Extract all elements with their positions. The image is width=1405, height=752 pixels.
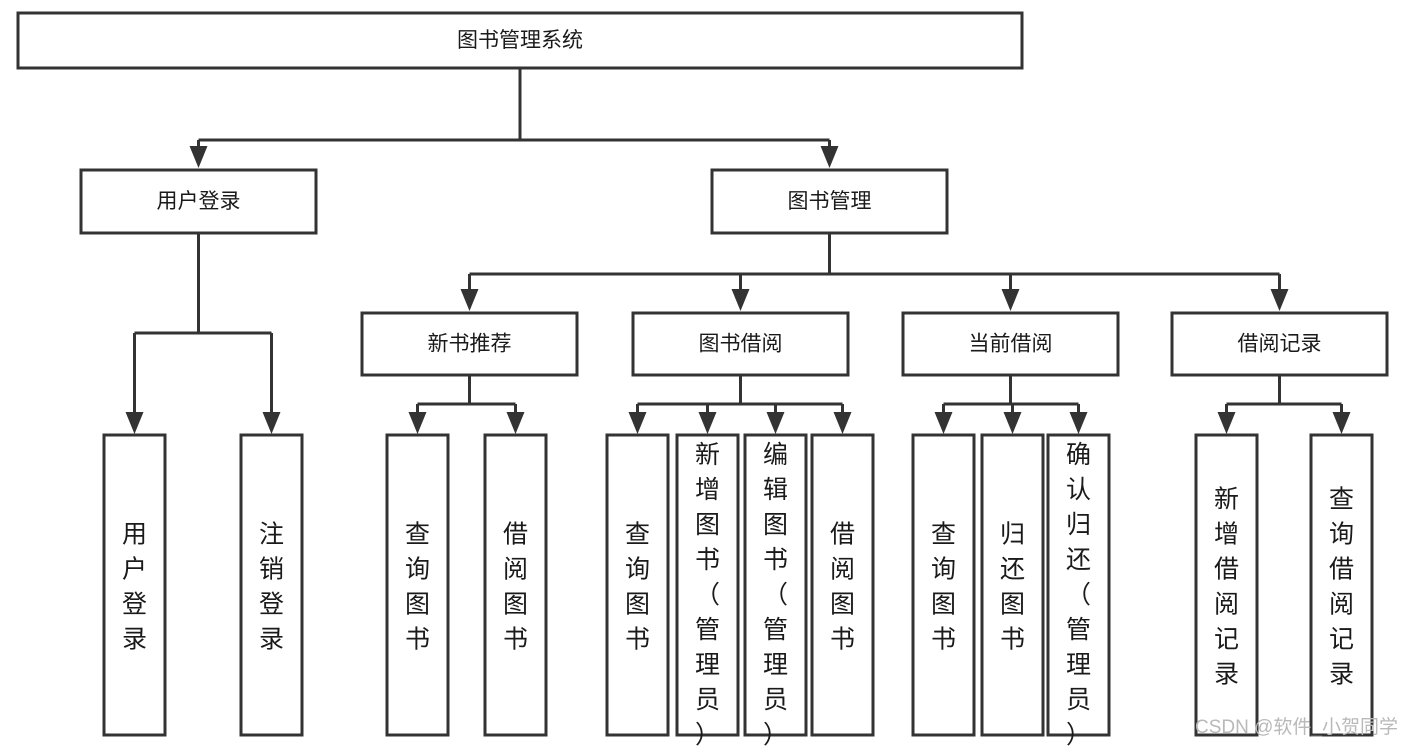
arrow-head-icon	[698, 412, 717, 434]
arrow-head-icon	[1001, 289, 1020, 311]
leaf-node[interactable]: 查询图书	[605, 433, 670, 737]
arrow-head-icon	[731, 289, 750, 311]
arrow-head-icon	[125, 412, 144, 434]
leaf-node[interactable]: 查询图书	[911, 433, 976, 737]
level2-node-label: 用户登录	[157, 190, 241, 213]
leaf-node[interactable]: 新增图书（管理员）	[675, 433, 740, 749]
leaf-node-rect	[675, 433, 740, 737]
leaf-node[interactable]: 借阅图书	[483, 433, 548, 737]
leaf-node-label: 归还图书	[1000, 520, 1025, 653]
arrow-head-icon	[628, 412, 647, 434]
level3-node-rect	[631, 311, 850, 377]
arrow-head-icon	[833, 412, 852, 434]
arrow-head-icon	[1003, 412, 1022, 434]
arrow-head-icon	[1217, 412, 1236, 434]
level3-node[interactable]: 借阅记录	[1170, 311, 1389, 377]
level3-node-rect	[901, 311, 1120, 377]
leaf-node-rect	[102, 433, 167, 737]
leaf-node-rect	[743, 433, 808, 737]
leaf-node-rect	[1046, 433, 1111, 737]
level2-node-rect	[79, 168, 318, 235]
leaf-node-label: 借阅图书	[830, 520, 855, 653]
arrow-head-icon	[766, 412, 785, 434]
leaf-node-rect	[483, 433, 548, 737]
root-node[interactable]: 图书管理系统	[16, 11, 1024, 70]
leaf-node-label: 查询图书	[405, 520, 430, 653]
level3-node-label: 新书推荐	[428, 333, 512, 356]
leaf-node-rect	[911, 433, 976, 737]
arrow-head-icon	[408, 412, 427, 434]
leaf-node-rect	[810, 433, 875, 737]
leaf-node-label: 查询借阅记录	[1329, 485, 1354, 688]
leaf-node-label: 注销登录	[259, 520, 284, 653]
arrow-head-icon	[1270, 289, 1289, 311]
leaf-node-rect	[1309, 433, 1374, 737]
leaf-node-rect	[605, 433, 670, 737]
level3-node-rect	[1170, 311, 1389, 377]
leaf-node-label: 借阅图书	[503, 520, 528, 653]
level2-node[interactable]: 用户登录	[79, 168, 318, 235]
leaf-node[interactable]: 归还图书	[980, 433, 1045, 737]
level3-node-label: 借阅记录	[1238, 333, 1322, 356]
root-node-rect	[16, 11, 1024, 70]
leaf-node[interactable]: 查询图书	[385, 433, 450, 737]
arrow-head-icon	[820, 146, 839, 168]
level3-node[interactable]: 新书推荐	[360, 311, 579, 377]
arrow-head-icon	[460, 289, 479, 311]
leaf-node-rect	[385, 433, 450, 737]
leaf-node[interactable]: 查询借阅记录	[1309, 433, 1374, 737]
level3-node-label: 当前借阅	[969, 333, 1053, 356]
arrow-head-icon	[934, 412, 953, 434]
arrow-head-icon	[1069, 412, 1088, 434]
level2-node[interactable]: 图书管理	[710, 168, 949, 235]
leaf-node-label: 用户登录	[122, 520, 147, 653]
root-node-label: 图书管理系统	[457, 29, 583, 52]
leaf-node-rect	[980, 433, 1045, 737]
level3-node-rect	[360, 311, 579, 377]
level3-node-label: 图书借阅	[699, 333, 783, 356]
leaf-node-rect	[1194, 433, 1259, 737]
level2-node-label: 图书管理	[788, 190, 872, 213]
arrow-head-icon	[189, 146, 208, 168]
leaf-node[interactable]: 用户登录	[102, 433, 167, 737]
leaf-node[interactable]: 编辑图书（管理员）	[743, 433, 808, 749]
csdn-watermark: CSDN @软件_小贺同学	[1195, 716, 1398, 738]
leaf-node[interactable]: 新增借阅记录	[1194, 433, 1259, 737]
leaf-node-label: 确认归还（管理员）	[1066, 441, 1091, 747]
node-layer: 图书管理系统用户登录图书管理新书推荐图书借阅当前借阅借阅记录用户登录注销登录查询…	[16, 11, 1389, 749]
level3-node[interactable]: 当前借阅	[901, 311, 1120, 377]
leaf-node[interactable]: 确认归还（管理员）	[1046, 433, 1111, 749]
level2-node-rect	[710, 168, 949, 235]
leaf-node-rect	[239, 433, 304, 737]
leaf-node-label: 新增借阅记录	[1214, 485, 1239, 688]
arrow-head-icon	[506, 412, 525, 434]
leaf-node-label: 新增图书（管理员）	[695, 441, 720, 747]
leaf-node-label: 查询图书	[625, 520, 650, 653]
connector-layer	[125, 68, 1351, 434]
arrow-head-icon	[262, 412, 281, 434]
leaf-node-label: 查询图书	[931, 520, 956, 653]
arrow-head-icon	[1332, 412, 1351, 434]
leaf-node-label: 编辑图书（管理员）	[763, 441, 788, 747]
leaf-node[interactable]: 借阅图书	[810, 433, 875, 737]
leaf-node[interactable]: 注销登录	[239, 433, 304, 737]
level3-node[interactable]: 图书借阅	[631, 311, 850, 377]
